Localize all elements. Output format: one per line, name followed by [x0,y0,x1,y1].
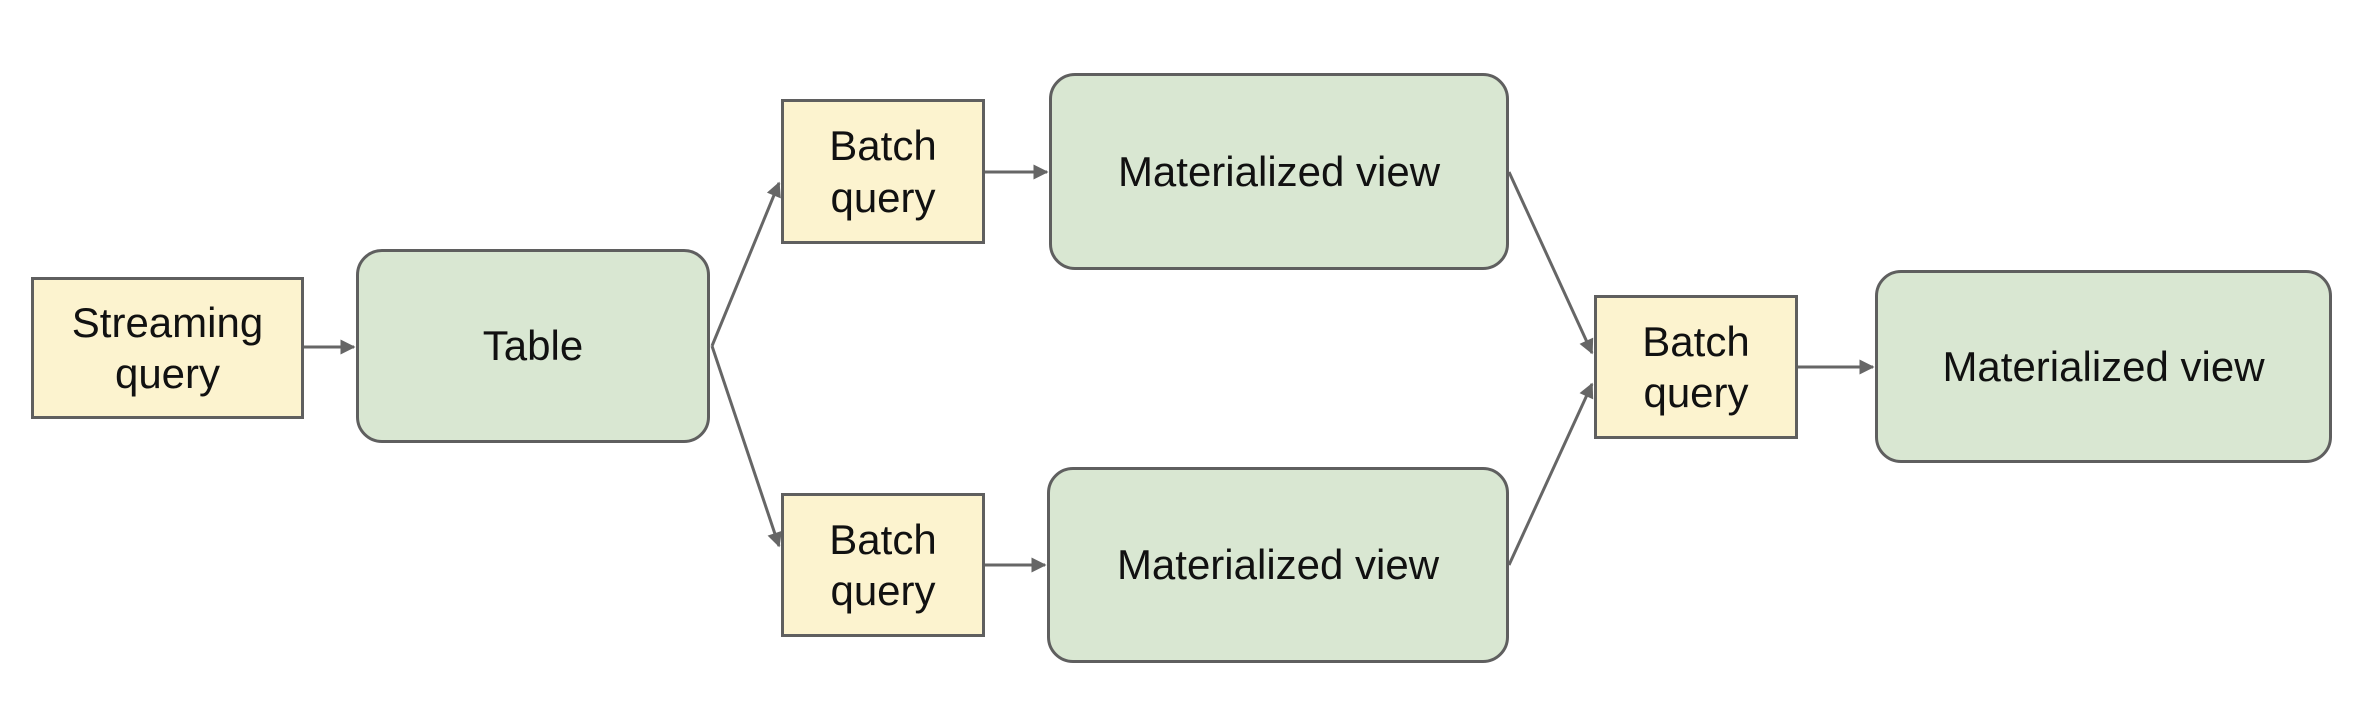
node-label-batch-query-bottom: Batch query [829,515,937,614]
arrow-materialized-view-top-to-batch-query-right [1507,171,1594,355]
node-streaming-query: Streaming query [31,277,304,419]
node-label-batch-query-right: Batch query [1642,317,1750,416]
arrow-table-to-batch-query-bottom [710,345,782,548]
node-materialized-view-right: Materialized view [1875,270,2332,463]
arrow-table-to-batch-query-top [710,181,781,347]
node-batch-query-bottom: Batch query [781,493,985,637]
node-materialized-view-top: Materialized view [1049,73,1509,270]
node-label-materialized-view-top: Materialized view [1117,147,1441,195]
node-materialized-view-bottom: Materialized view [1047,467,1509,663]
node-label-materialized-view-right: Materialized view [1942,342,2265,390]
node-table: Table [356,249,710,443]
node-batch-query-right: Batch query [1594,295,1798,439]
arrow-materialized-view-bottom-to-batch-query-right [1507,382,1594,566]
node-label-batch-query-top: Batch query [829,122,937,221]
node-label-streaming-query: Streaming query [71,298,264,397]
node-batch-query-top: Batch query [781,99,985,244]
node-label-table: Table [482,322,584,370]
node-label-materialized-view-bottom: Materialized view [1116,541,1440,589]
